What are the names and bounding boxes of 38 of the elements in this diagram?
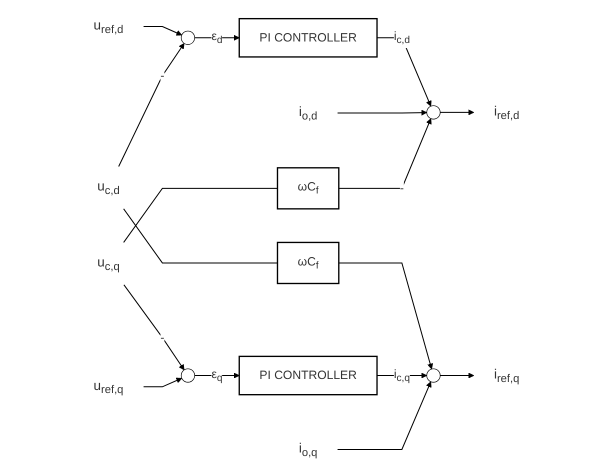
arrow <box>144 26 182 36</box>
arrow <box>338 118 432 189</box>
node-box: ωC$_{f}$ <box>276 242 340 284</box>
node-text: u$_{c,d}$ <box>97 179 120 197</box>
node-text: i$_{o,q}$ <box>298 441 318 459</box>
edge-label: - <box>160 68 164 82</box>
arrow <box>377 37 432 106</box>
edge-label: i$_{c,q}$ <box>394 367 410 384</box>
node-circle <box>180 368 196 383</box>
arrow <box>338 110 428 116</box>
arrow <box>144 378 182 388</box>
edge-label: - <box>400 181 404 195</box>
node-circle <box>426 368 441 383</box>
arrow <box>124 284 184 370</box>
node-box: ωC$_{f}$ <box>276 167 340 210</box>
node-box: PI CONTROLLER <box>238 356 378 396</box>
edge-label: - <box>160 330 164 344</box>
connector <box>123 188 278 243</box>
edge-label: ε$_{q}$ <box>212 367 222 384</box>
node-text: i$_{ref,d}$ <box>494 104 520 122</box>
arrow <box>338 381 432 450</box>
arrow <box>440 372 474 378</box>
node-text: i$_{ref,q}$ <box>494 367 520 385</box>
arrow <box>338 262 434 370</box>
node-box: PI CONTROLLER <box>238 18 378 58</box>
node-text: u$_{c,q}$ <box>97 255 120 273</box>
node-circle <box>426 105 441 120</box>
edge-label: ε$_{d}$ <box>212 29 222 46</box>
arrow <box>194 372 240 378</box>
node-text: i$_{o,d}$ <box>298 104 318 122</box>
edge-label: i$_{c,d}$ <box>394 29 410 46</box>
connector <box>123 208 278 264</box>
node-text: u$_{ref,q}$ <box>94 378 124 396</box>
arrow <box>440 109 474 116</box>
arrow <box>194 34 240 41</box>
arrow <box>118 43 184 167</box>
node-text: u$_{ref,d}$ <box>94 18 124 36</box>
node-circle <box>180 30 196 45</box>
